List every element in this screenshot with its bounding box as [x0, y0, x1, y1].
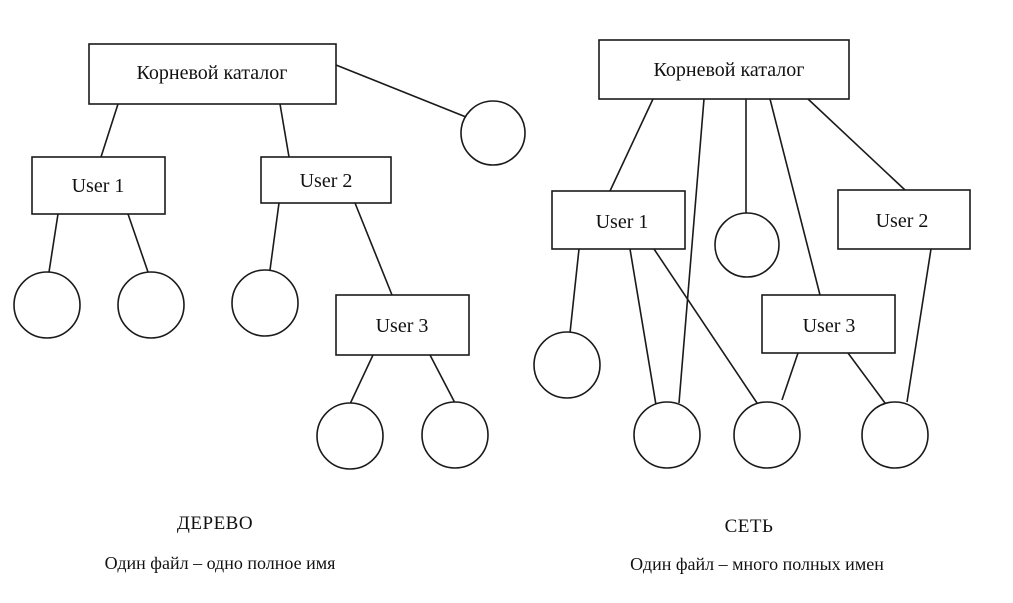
net-file-shared-a [633, 401, 701, 469]
tree-edge-user2-user3 [354, 202, 393, 296]
net-edge-root-user1 [609, 98, 654, 192]
net-user1-label: User 1 [596, 211, 649, 233]
tree-caption-title: ДЕРЕВО [176, 513, 254, 534]
tree-user2-box [260, 156, 392, 204]
net-user2-box [837, 189, 971, 250]
tree-edge-root-file [335, 64, 467, 118]
network-caption-title: СЕТЬ [724, 516, 774, 537]
tree-file-user1-a [13, 271, 81, 339]
tree-edge-user2-file3 [269, 202, 280, 271]
tree-file-user3-a [316, 402, 384, 470]
net-file-root [714, 212, 780, 278]
net-user1-box [551, 190, 686, 250]
net-file-shared-c [861, 401, 929, 469]
tree-root-box [88, 43, 337, 105]
tree-root-label: Корневой каталог [137, 62, 288, 84]
network-diagram: Корневой каталог User 1 User 2 User 3 [533, 39, 971, 469]
net-edge-user3-fileD [847, 352, 886, 404]
tree-edge-user1-file1 [48, 213, 59, 273]
net-user3-box [761, 294, 896, 354]
tree-diagram: Корневой каталог User 1 User 2 User 3 [13, 43, 526, 470]
tree-edge-root-user1 [100, 103, 119, 158]
net-edge-user2-fileD [906, 248, 932, 403]
net-root-box [598, 39, 850, 100]
net-file-user1 [533, 331, 601, 399]
tree-file-user1-b [117, 271, 185, 339]
net-edge-user1-fileA [629, 248, 657, 406]
tree-edge-user1-file2 [127, 213, 149, 273]
net-edge-root-user3 [769, 98, 821, 296]
tree-file-user3-b [421, 401, 489, 469]
net-edge-user1-fileC [653, 248, 758, 404]
net-edge-root-fileA [678, 98, 705, 404]
tree-user1-label: User 1 [72, 175, 125, 197]
net-edge-user1-file1 [569, 248, 580, 334]
tree-file-root [460, 100, 526, 166]
net-edge-root-user2 [807, 98, 906, 191]
tree-edge-user3-file5 [429, 354, 456, 404]
net-edge-user3-fileC [781, 352, 799, 401]
tree-user3-label: User 3 [376, 315, 429, 337]
tree-user3-box [335, 294, 470, 356]
net-root-label: Корневой каталог [654, 59, 805, 81]
net-user3-label: User 3 [803, 315, 856, 337]
network-caption-subtitle: Один файл – много полных имен [630, 554, 884, 574]
tree-user1-box [31, 156, 166, 215]
tree-file-user2 [231, 269, 299, 337]
net-file-shared-b [733, 401, 801, 469]
tree-caption-subtitle: Один файл – одно полное имя [104, 553, 336, 573]
tree-edge-root-user2 [279, 103, 290, 158]
tree-user2-label: User 2 [300, 170, 353, 192]
net-user2-label: User 2 [876, 210, 929, 232]
tree-edge-user3-file4 [349, 354, 374, 405]
